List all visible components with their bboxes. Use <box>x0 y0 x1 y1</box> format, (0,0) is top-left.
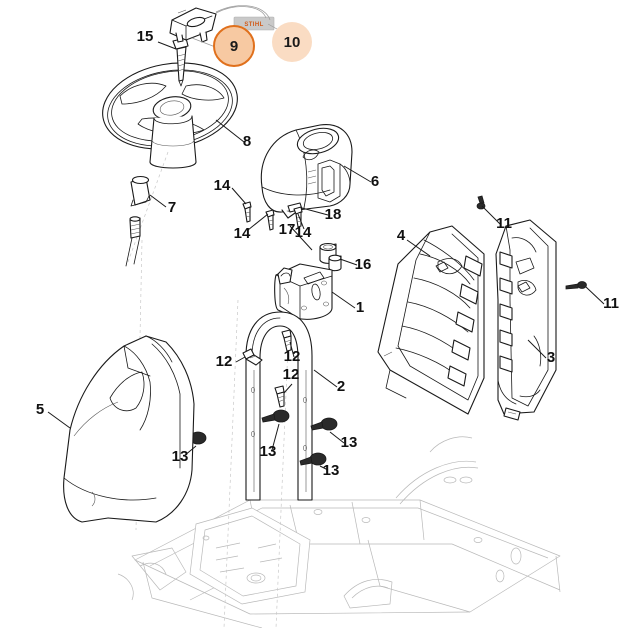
callout-number-13[interactable]: 13 <box>260 443 277 460</box>
leader-lines <box>47 5 605 471</box>
callout-number-13[interactable]: 13 <box>323 462 340 479</box>
callout-number-2[interactable]: 2 <box>337 378 345 395</box>
highlight-circle[interactable] <box>272 22 312 62</box>
highlight-callout-layer[interactable]: 9 10 <box>213 22 312 67</box>
callout-number-13[interactable]: 13 <box>172 448 189 465</box>
part-cap-plug-small[interactable] <box>328 254 342 272</box>
callout-number-11[interactable]: 11 <box>603 295 619 312</box>
part-right-side-panel[interactable] <box>495 219 557 421</box>
flange-bolt-1 <box>261 409 290 423</box>
part-brand-sticker[interactable]: STIHL <box>215 6 275 31</box>
highlight-number: 10 <box>284 34 301 51</box>
callout-number-13[interactable]: 13 <box>341 434 358 451</box>
flange-bolt-4 <box>299 452 327 466</box>
panel-screw-right <box>565 281 587 290</box>
callout-number-15[interactable]: 15 <box>137 28 154 45</box>
part-front-hood-cover[interactable] <box>63 335 195 523</box>
part-frame-screws[interactable] <box>242 329 292 408</box>
callout-number-16[interactable]: 16 <box>355 256 372 273</box>
callout-number-6[interactable]: 6 <box>371 173 379 190</box>
part-cowl-screws[interactable] <box>242 201 303 231</box>
part-flange-bolts[interactable] <box>179 409 338 466</box>
highlight-circle[interactable] <box>213 25 255 67</box>
callout-number-7[interactable]: 7 <box>168 199 176 216</box>
part-roll-bar-frame[interactable] <box>245 311 313 501</box>
callout-number-14[interactable]: 14 <box>295 224 312 241</box>
callout-number-12[interactable]: 12 <box>216 353 233 370</box>
callout-number-12[interactable]: 12 <box>284 348 301 365</box>
panel-screw-top <box>476 195 486 210</box>
callout-number-3[interactable]: 3 <box>547 349 555 366</box>
callout-number-18[interactable]: 18 <box>325 206 342 223</box>
frame-screw-2 <box>281 329 292 352</box>
panel-4-tabs <box>447 255 483 387</box>
panel-3-tabs <box>499 251 513 373</box>
highlight-callout-9[interactable]: 9 <box>213 25 255 67</box>
part-column-bushing[interactable] <box>125 151 169 267</box>
cowl-screw-2 <box>265 209 275 231</box>
highlight-callout-10[interactable]: 10 <box>272 22 312 62</box>
part-panel-screws[interactable] <box>476 195 587 290</box>
cowl-screw-3 <box>293 206 303 228</box>
part-steering-wheel[interactable] <box>96 53 245 169</box>
callout-number-1[interactable]: 1 <box>356 299 364 316</box>
callout-number-8[interactable]: 8 <box>243 133 251 150</box>
frame-screw-1 <box>242 348 263 366</box>
part-switch-module[interactable] <box>169 7 217 43</box>
callout-number-14[interactable]: 14 <box>234 225 251 242</box>
part-left-side-panel[interactable] <box>377 225 485 415</box>
callout-number-14[interactable]: 14 <box>214 177 231 194</box>
ghost-chassis-context <box>117 239 561 628</box>
callout-number-11[interactable]: 11 <box>496 215 512 232</box>
flange-bolt-3 <box>310 417 338 431</box>
highlight-number: 9 <box>230 38 238 55</box>
part-steering-column-cowl[interactable] <box>260 124 353 219</box>
callout-number-5[interactable]: 5 <box>36 401 44 418</box>
callout-number-17[interactable]: 17 <box>279 221 296 238</box>
frame-screw-3 <box>274 385 285 408</box>
cowl-screw-1 <box>242 201 252 223</box>
sticker-text: STIHL <box>244 22 263 28</box>
callout-number-12[interactable]: 12 <box>283 366 300 383</box>
callout-number-4[interactable]: 4 <box>397 227 406 244</box>
sticker-plate <box>233 16 275 31</box>
part-steering-wheel-bolt[interactable] <box>172 37 189 87</box>
